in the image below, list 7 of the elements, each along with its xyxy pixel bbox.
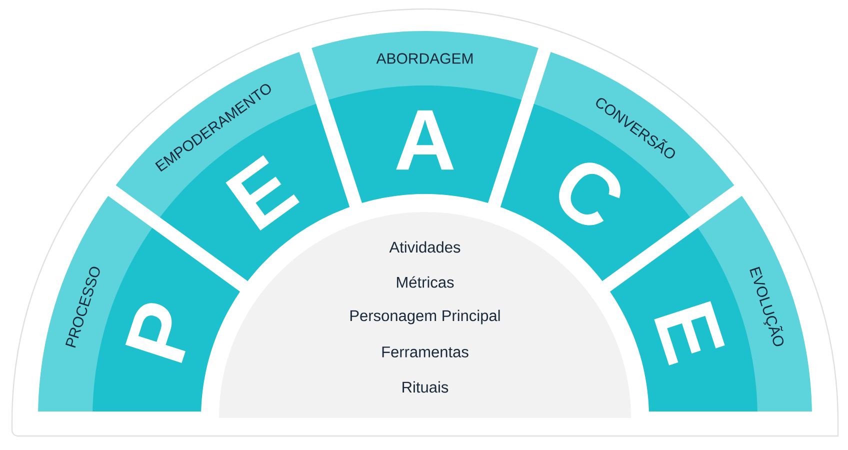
letter-segment: A — [328, 86, 522, 204]
list-item: Ferramentas — [382, 346, 468, 358]
list-item: Rituais — [402, 381, 448, 393]
list-item: Métricas — [397, 276, 454, 288]
list-item: Atividades — [389, 241, 460, 253]
outer-band: ABORDAGEM — [312, 31, 538, 100]
list-item: Personagem Principal — [350, 310, 500, 324]
